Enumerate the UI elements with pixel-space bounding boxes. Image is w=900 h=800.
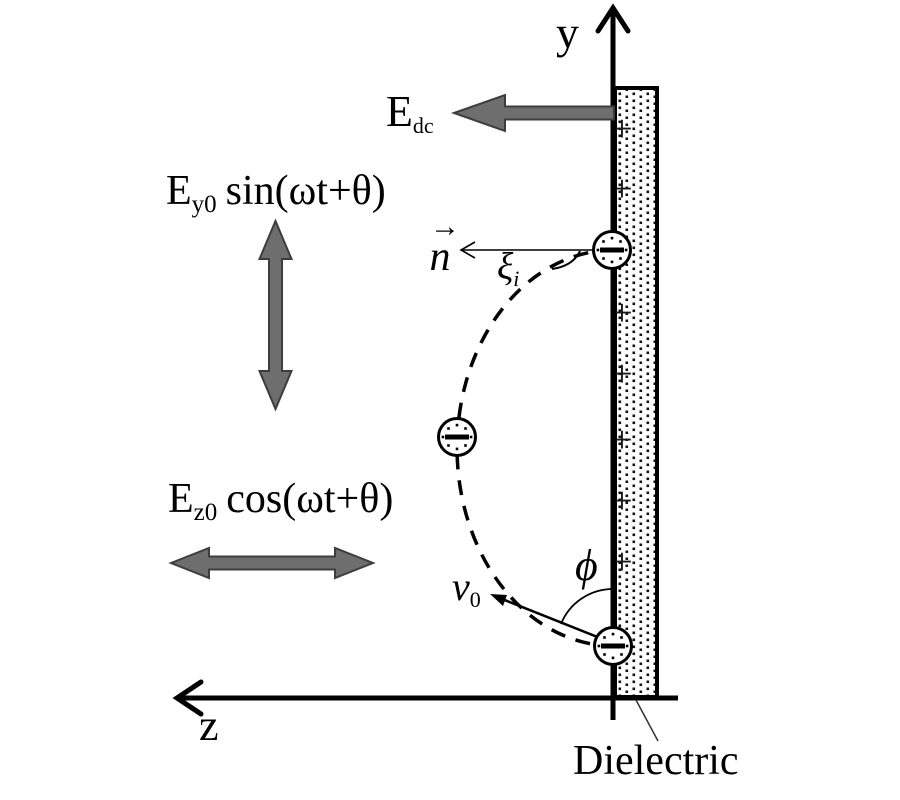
e-y-double-arrow-icon (257, 218, 294, 412)
e-z-field-label: Ez0 cos(ωt+θ) (168, 478, 393, 525)
e-y-subscript: y0 (191, 191, 217, 218)
plus-charge: + (611, 292, 632, 334)
v0-arrowhead-icon (490, 594, 507, 606)
z-axis-arrowhead-icon (172, 679, 204, 717)
normal-vector-letter: n (429, 233, 451, 280)
v0-base: v (452, 564, 470, 609)
e-y-function: sin(ωt+θ) (225, 168, 386, 214)
e-dc-arrow-icon (450, 93, 615, 133)
e-z-subscript: z0 (193, 499, 218, 526)
e-dc-label: Edc (386, 90, 434, 137)
plus-charge: + (611, 419, 632, 461)
normal-vector-label: → n (420, 212, 461, 280)
v0-label: v0 (452, 567, 481, 611)
plus-charge: + (611, 480, 632, 522)
plus-charge: + (611, 541, 632, 583)
e-z-base: E (168, 476, 194, 522)
e-z-function: cos(ωt+θ) (226, 476, 394, 522)
xi-subscript: i (513, 266, 520, 291)
z-axis-label: z (199, 701, 219, 750)
e-dc-base: E (386, 87, 413, 136)
v0-subscript: 0 (469, 587, 481, 612)
electron-trajectory-dashed (455, 248, 615, 648)
dielectric-label: Dielectric (573, 738, 739, 784)
phi-angle-label: ϕ (575, 541, 598, 590)
e-y-base: E (166, 168, 192, 214)
e-dc-subscript: dc (412, 113, 434, 138)
dielectric-pointer-line (635, 699, 659, 742)
surface-plus-charges: + + + + + + + (611, 108, 632, 583)
e-z-double-arrow-icon (168, 546, 376, 580)
xi-angle-label: ξi (497, 248, 519, 290)
phi-angle-arc (560, 588, 614, 625)
plus-charge: + (611, 353, 632, 395)
electron-symbol-bottom (593, 626, 633, 666)
plus-charge: + (611, 168, 632, 210)
e-y-field-label: Ey0 sin(ωt+θ) (166, 170, 386, 217)
electron-symbol-middle (437, 417, 477, 457)
electron-symbol-top (592, 230, 632, 270)
plus-charge: + (611, 108, 632, 150)
xi-angle-arc (551, 250, 581, 270)
normal-vector-arrowhead-icon (459, 241, 476, 259)
y-axis-label: y (556, 7, 579, 58)
xi-base: ξ (497, 246, 514, 288)
v0-vector-line (496, 595, 606, 642)
y-axis-arrowhead-icon (595, 3, 631, 34)
